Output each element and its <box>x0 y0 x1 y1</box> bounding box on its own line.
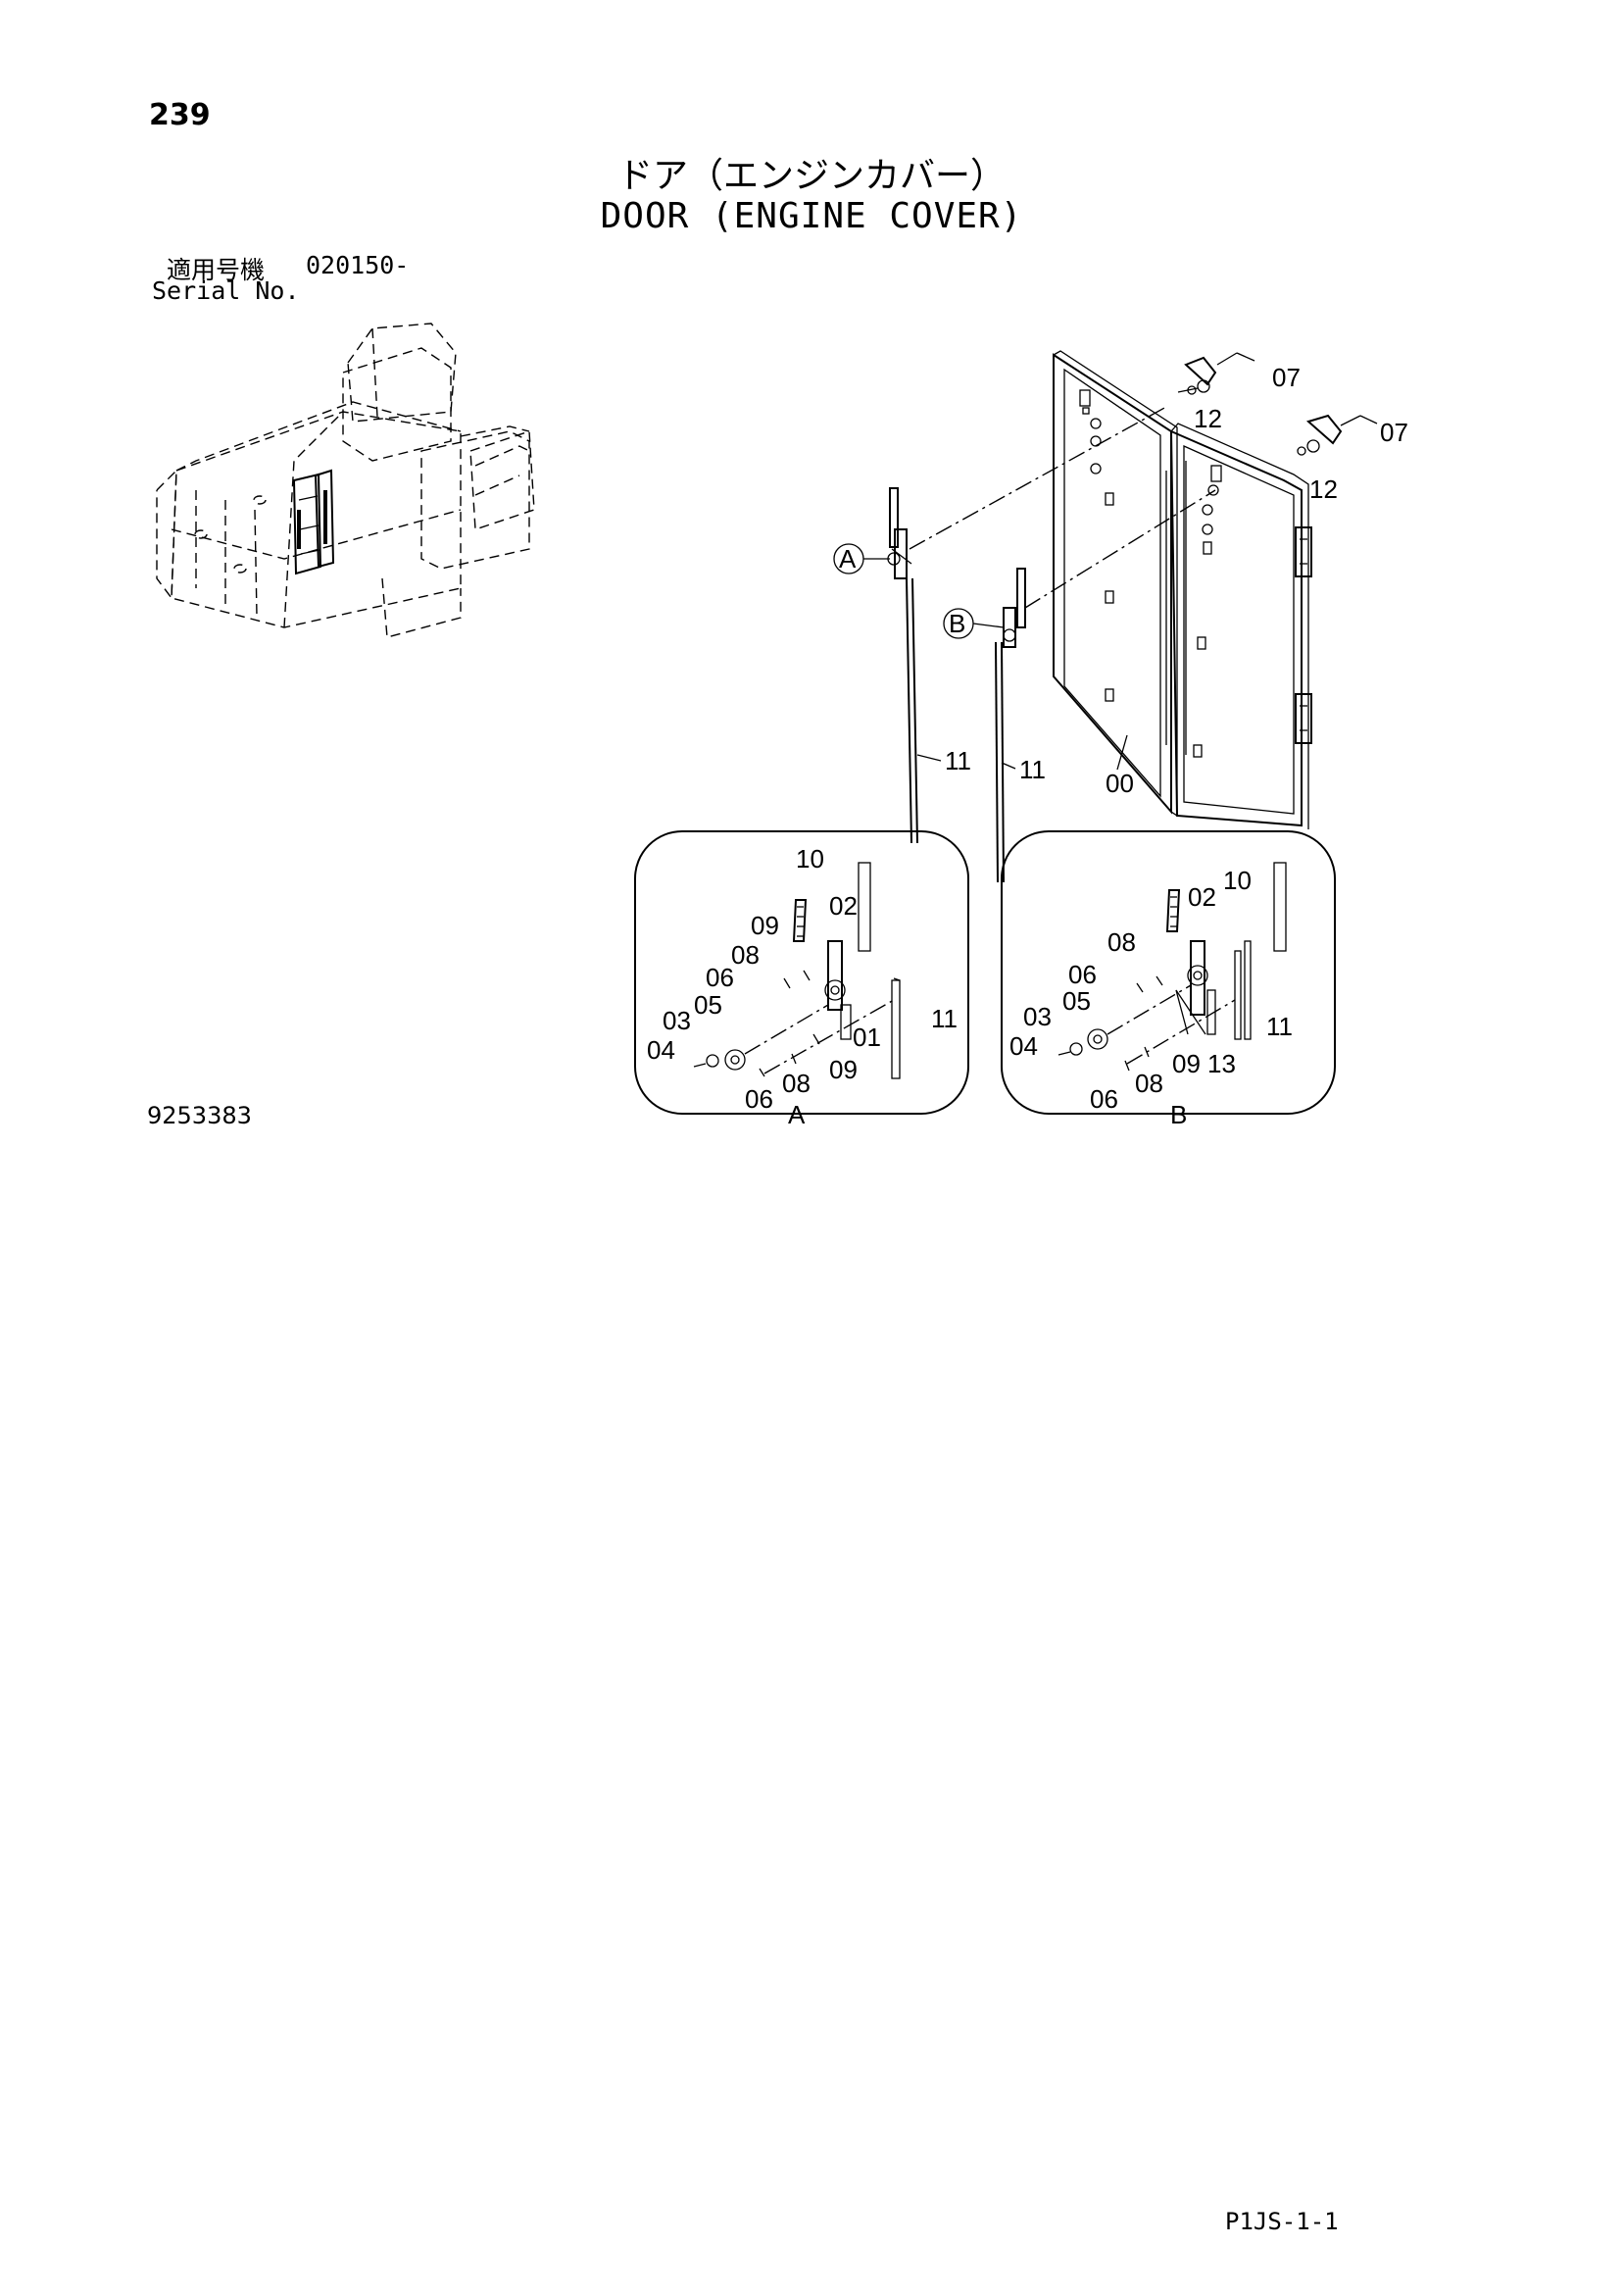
hinge-07-12-lower <box>1297 414 1378 456</box>
svg-text:06: 06 <box>706 963 734 992</box>
svg-text:06: 06 <box>745 1084 773 1114</box>
svg-text:B: B <box>1170 1100 1187 1129</box>
svg-text:03: 03 <box>1023 1002 1052 1031</box>
latch-b-assembly <box>995 489 1216 883</box>
serial-number-value: 020150- <box>306 251 410 279</box>
detail-b-box: 02 10 08 06 03 05 04 09 13 11 06 08 B <box>1001 830 1336 1129</box>
machine-overview-illustration <box>156 323 535 638</box>
svg-text:03: 03 <box>663 1006 691 1035</box>
svg-text:07: 07 <box>1272 363 1301 392</box>
svg-text:B: B <box>949 609 965 638</box>
svg-text:08: 08 <box>782 1069 811 1098</box>
svg-text:10: 10 <box>1223 866 1252 895</box>
svg-text:08: 08 <box>1107 927 1136 957</box>
title-english: DOOR (ENGINE COVER) <box>600 196 1023 236</box>
svg-text:09: 09 <box>829 1055 858 1084</box>
svg-text:08: 08 <box>731 940 760 970</box>
svg-text:13: 13 <box>1207 1049 1236 1078</box>
svg-text:02: 02 <box>829 891 858 921</box>
marker-b: B <box>943 608 1005 639</box>
svg-text:A: A <box>788 1100 806 1129</box>
svg-text:02: 02 <box>1188 882 1216 912</box>
page-code: P1JS-1-1 <box>1225 2208 1339 2235</box>
svg-text:11: 11 <box>1266 1012 1293 1041</box>
svg-text:A: A <box>839 544 857 574</box>
serial-label-japanese: 適用号機 <box>167 256 266 284</box>
svg-text:07: 07 <box>1380 418 1408 447</box>
hinge-07-12-upper <box>1177 352 1255 395</box>
svg-text:05: 05 <box>1062 986 1091 1016</box>
title-japanese: ドア（エンジンカバー） <box>616 156 1006 196</box>
main-callouts: 07 12 07 12 11 11 00 <box>916 363 1408 798</box>
svg-text:05: 05 <box>694 990 722 1020</box>
svg-text:10: 10 <box>796 844 824 873</box>
serial-label-english: Serial No. <box>152 276 300 305</box>
svg-text:12: 12 <box>1194 404 1222 433</box>
svg-text:08: 08 <box>1135 1069 1163 1098</box>
svg-text:06: 06 <box>1090 1084 1118 1114</box>
marker-a: A <box>833 543 890 574</box>
drawing-number: 9253383 <box>147 1102 252 1129</box>
svg-text:11: 11 <box>1019 755 1046 784</box>
svg-text:06: 06 <box>1068 960 1097 989</box>
svg-text:11: 11 <box>931 1004 958 1033</box>
svg-text:04: 04 <box>1009 1031 1038 1061</box>
door-assembly-00 <box>1053 350 1312 829</box>
svg-text:11: 11 <box>945 746 971 775</box>
svg-text:12: 12 <box>1309 474 1338 504</box>
svg-text:00: 00 <box>1106 769 1134 798</box>
detail-a-box: 10 02 09 08 06 05 03 04 01 09 11 08 06 A <box>634 830 969 1129</box>
svg-text:09: 09 <box>1172 1049 1201 1078</box>
svg-text:01: 01 <box>853 1023 881 1052</box>
svg-text:09: 09 <box>751 911 779 940</box>
page-number: 239 <box>149 98 211 132</box>
svg-text:04: 04 <box>647 1035 675 1065</box>
